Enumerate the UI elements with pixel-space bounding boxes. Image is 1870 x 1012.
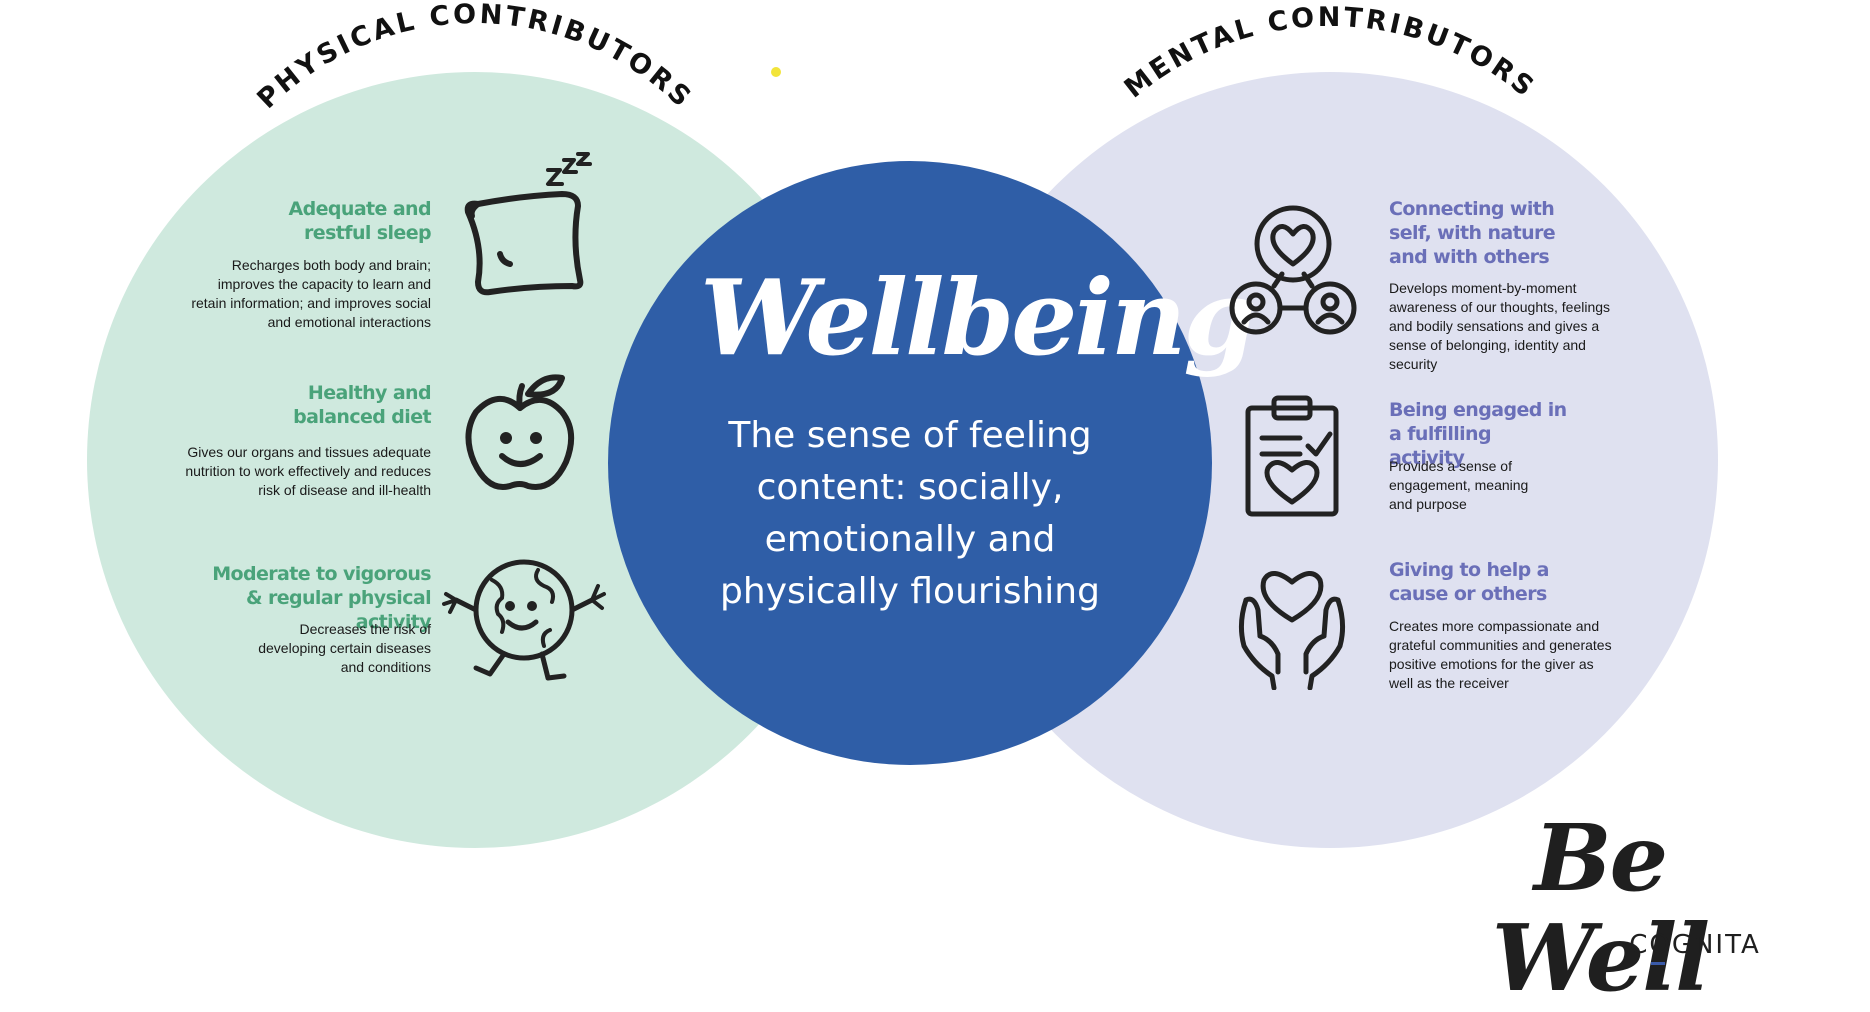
heart-people-network-icon (1228, 204, 1358, 344)
accent-dot (771, 67, 781, 77)
pillow-icon (450, 150, 600, 300)
wordmark-accent (1651, 962, 1665, 965)
diagram-background: PHYSICAL CONTRIBUTORS MENTAL CONTRIBUTOR… (87, 0, 1718, 848)
physical-item-desc-activity: Decreases the risk of developing certain… (258, 621, 431, 675)
physical-item-title-diet: Healthy and balanced diet (293, 382, 432, 428)
mental-item-title-giving: Giving to help a cause or others (1389, 559, 1549, 605)
running-globe-icon (432, 550, 612, 690)
apple-icon (458, 368, 588, 498)
physical-item-desc-diet: Gives our organs and tissues adequate nu… (185, 444, 431, 498)
cognita-wordmark: COGNITA (1629, 930, 1761, 960)
center-circle (608, 161, 1212, 765)
physical-item-desc-sleep: Recharges both body and brain; improves … (191, 257, 431, 330)
mental-item-title-connecting: Connecting with self, with nature and wi… (1389, 198, 1556, 268)
hands-heart-icon (1232, 560, 1352, 690)
mental-item-title-engaged: Being engaged in a fulfilling activity (1389, 399, 1567, 469)
wellbeing-tagline: The sense of feeling content: socially, … (720, 415, 1100, 612)
mental-item-desc-connecting: Develops moment-by-moment awareness of o… (1389, 280, 1611, 372)
wellbeing-title: Wellbeing (700, 256, 1256, 379)
clipboard-heart-icon (1238, 390, 1348, 520)
mental-item-desc-engaged: Provides a sense of engagement, meaning … (1389, 458, 1529, 512)
physical-item-title-sleep: Adequate and restful sleep (288, 198, 432, 244)
physical-item-title-activity: Moderate to vigorous & regular physical … (212, 563, 431, 633)
mental-item-desc-giving: Creates more compassionate and grateful … (1389, 618, 1612, 691)
be-well-logo: Be Well (1491, 804, 1710, 1012)
